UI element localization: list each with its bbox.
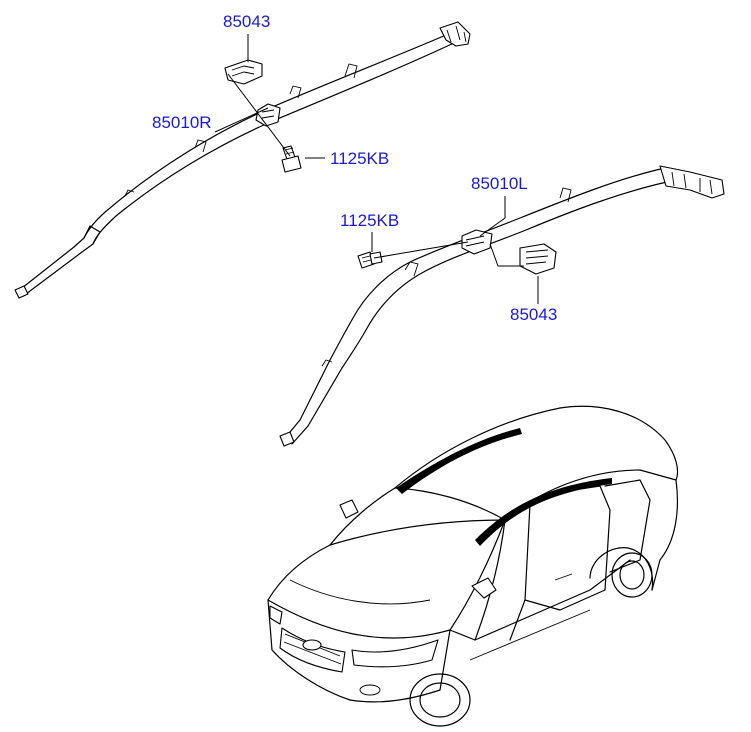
bolt-upper [281,145,302,173]
mounting-bracket-upper [224,59,263,85]
bolt-lower [357,251,383,269]
curtain-airbag-right [14,21,471,299]
callout-bracket-lower: 85043 [510,305,558,324]
callout-airbag-left: 85010L [471,174,528,193]
callout-bolt-upper: 1125KB [330,149,390,168]
callout-bolt-lower: 1125KB [340,211,400,230]
callout-airbag-right: 85010R [152,113,212,132]
callout-bracket-upper: 85043 [223,12,271,31]
car-illustration [267,405,679,727]
mounting-bracket-lower [519,243,557,275]
leader-lines [214,34,539,304]
curtain-airbag-left [279,165,725,447]
